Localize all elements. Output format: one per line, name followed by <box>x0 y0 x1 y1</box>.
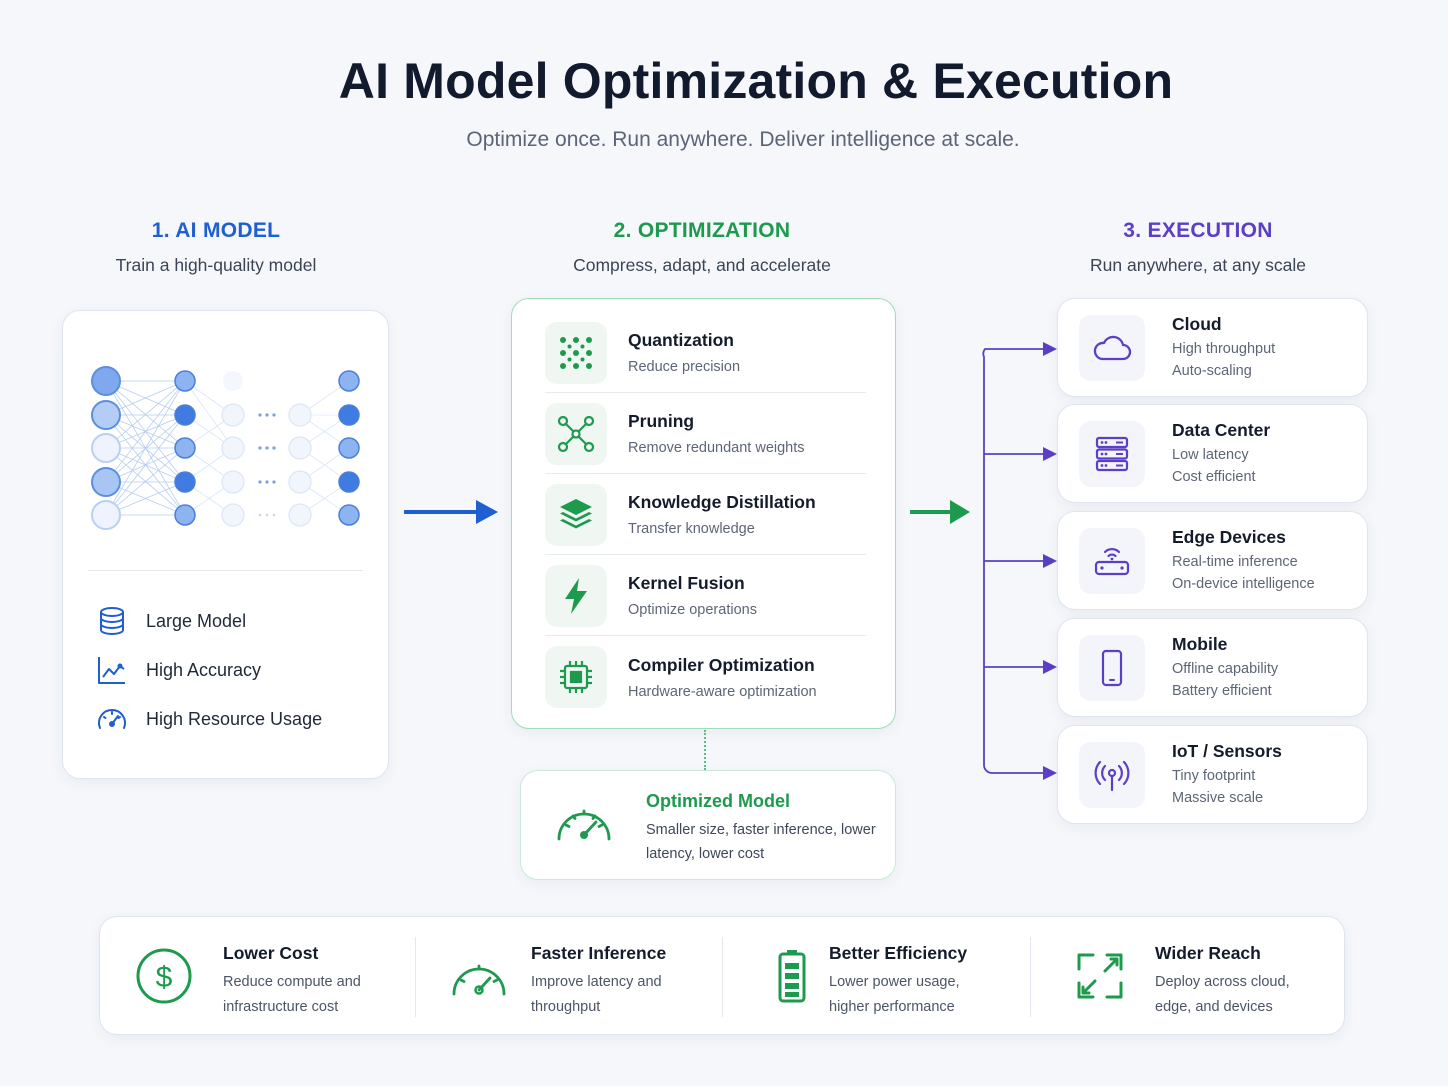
target-detail: Auto-scaling <box>1172 363 1252 379</box>
target-detail: Low latency <box>1172 447 1249 463</box>
benefits-bar: $ Lower Cost Reduce compute and infrastr… <box>99 916 1345 1035</box>
optimization-card: Quantization Reduce precision Pruning Re… <box>511 298 896 729</box>
antenna-icon <box>1094 760 1130 792</box>
technique-desc: Reduce precision <box>628 359 741 375</box>
target-cloud: Cloud High throughput Auto-scaling <box>1057 298 1368 397</box>
benefit-faster-inference: Faster Inference Improve latency and thr… <box>416 917 722 1036</box>
target-mobile: Mobile Offline capability Battery effici… <box>1057 618 1368 717</box>
benefit-separator <box>1030 937 1031 1017</box>
execution-heading: 3. EXECUTION <box>1123 219 1273 242</box>
arrow-to-execution <box>910 500 970 524</box>
router-icon <box>1094 548 1130 576</box>
page-subtitle: Optimize once. Run anywhere. Deliver int… <box>466 128 1020 151</box>
target-name: Mobile <box>1172 634 1228 654</box>
target-name: IoT / Sensors <box>1172 741 1282 761</box>
target-name: Data Center <box>1172 420 1271 440</box>
technique-desc: Remove redundant weights <box>628 440 805 456</box>
target-detail: High throughput <box>1172 341 1276 357</box>
page-title: AI Model Optimization & Execution <box>338 53 1174 109</box>
optimized-model-desc: Smaller size, faster inference, lower la… <box>646 822 876 862</box>
layers-icon <box>560 498 592 528</box>
benefit-desc: Reduce compute and infrastructure cost <box>223 974 361 1015</box>
benefit-separator <box>415 937 416 1017</box>
technique-name: Compiler Optimization <box>628 654 815 675</box>
arrow-to-optimization <box>404 500 498 524</box>
dollar-icon: $ <box>136 948 192 1004</box>
dotted-connector <box>704 730 706 770</box>
benefit-name: Better Efficiency <box>829 943 968 963</box>
execution-branch-connector <box>982 342 1057 780</box>
feature-high-resource-usage: High Resource Usage <box>96 703 322 735</box>
target-detail: Real-time inference <box>1172 554 1298 570</box>
model-heading: 1. AI MODEL <box>151 219 281 242</box>
feature-label: High Accuracy <box>146 659 262 680</box>
target-edge-devices: Edge Devices Real-time inference On-devi… <box>1057 511 1368 610</box>
smartphone-icon <box>1101 649 1123 687</box>
technique-desc: Transfer knowledge <box>628 521 755 537</box>
target-name: Edge Devices <box>1172 527 1286 547</box>
target-detail: Battery efficient <box>1172 683 1272 699</box>
network-nodes-icon <box>557 415 595 452</box>
chart-line-icon <box>98 657 125 684</box>
optimized-model-card: Optimized Model Smaller size, faster inf… <box>520 770 896 880</box>
benefit-desc: Lower power usage, higher performance <box>829 974 960 1015</box>
benefit-separator <box>722 937 723 1017</box>
benefit-desc: Deploy across cloud, edge, and devices <box>1155 974 1290 1015</box>
speedometer-icon <box>452 964 506 996</box>
technique-name: Pruning <box>628 411 695 431</box>
cloud-icon <box>1093 335 1132 361</box>
svg-text:$: $ <box>156 961 173 994</box>
feature-high-accuracy: High Accuracy <box>96 654 261 686</box>
benefit-lower-cost: $ Lower Cost Reduce compute and infrastr… <box>100 917 415 1036</box>
dot-grid-icon <box>560 336 592 369</box>
execution-subheading: Run anywhere, at any scale <box>1090 255 1306 275</box>
technique-name: Knowledge Distillation <box>628 492 816 512</box>
model-subheading: Train a high-quality model <box>115 255 317 275</box>
benefit-name: Wider Reach <box>1155 943 1261 963</box>
target-detail: Cost efficient <box>1172 469 1256 485</box>
optimization-subheading: Compress, adapt, and accelerate <box>573 255 831 275</box>
target-data-center: Data Center Low latency Cost efficient <box>1057 404 1368 503</box>
speedometer-icon <box>557 809 611 841</box>
technique-knowledge-distillation: Knowledge Distillation Transfer knowledg… <box>545 475 866 555</box>
technique-desc: Optimize operations <box>628 602 757 618</box>
database-icon <box>100 607 124 636</box>
optimization-heading: 2. OPTIMIZATION <box>613 219 791 242</box>
neural-network-icon <box>91 366 360 530</box>
technique-name: Quantization <box>628 330 734 350</box>
optimized-model-title: Optimized Model <box>646 791 790 811</box>
target-iot-sensors: IoT / Sensors Tiny footprint Massive sca… <box>1057 725 1368 824</box>
chip-icon <box>560 661 592 693</box>
feature-label: High Resource Usage <box>146 708 323 729</box>
benefit-wider-reach: Wider Reach Deploy across cloud, edge, a… <box>1031 917 1345 1036</box>
technique-compiler-optimization: Compiler Optimization Hardware-aware opt… <box>545 637 866 717</box>
benefit-desc: Improve latency and throughput <box>531 974 662 1015</box>
gauge-icon <box>98 709 126 729</box>
lightning-icon <box>565 577 587 614</box>
benefit-name: Faster Inference <box>531 943 667 963</box>
ai-model-card: Large Model High Accuracy High Resource … <box>62 310 389 779</box>
target-detail: On-device intelligence <box>1172 576 1315 592</box>
target-detail: Offline capability <box>1172 661 1279 677</box>
technique-pruning: Pruning Remove redundant weights <box>545 394 866 474</box>
battery-icon <box>778 950 806 1003</box>
server-rack-icon <box>1095 436 1129 472</box>
benefit-name: Lower Cost <box>223 943 319 963</box>
model-card-divider <box>88 570 363 571</box>
technique-kernel-fusion: Kernel Fusion Optimize operations <box>545 556 866 636</box>
feature-label: Large Model <box>146 610 247 631</box>
target-detail: Massive scale <box>1172 790 1264 806</box>
benefit-better-efficiency: Better Efficiency Lower power usage, hig… <box>723 917 1030 1036</box>
feature-large-model: Large Model <box>96 605 246 637</box>
technique-desc: Hardware-aware optimization <box>628 683 817 700</box>
target-detail: Tiny footprint <box>1172 768 1256 784</box>
expand-arrows-icon <box>1077 953 1123 999</box>
target-name: Cloud <box>1172 314 1222 334</box>
technique-name: Kernel Fusion <box>628 573 745 593</box>
technique-quantization: Quantization Reduce precision <box>545 313 866 393</box>
